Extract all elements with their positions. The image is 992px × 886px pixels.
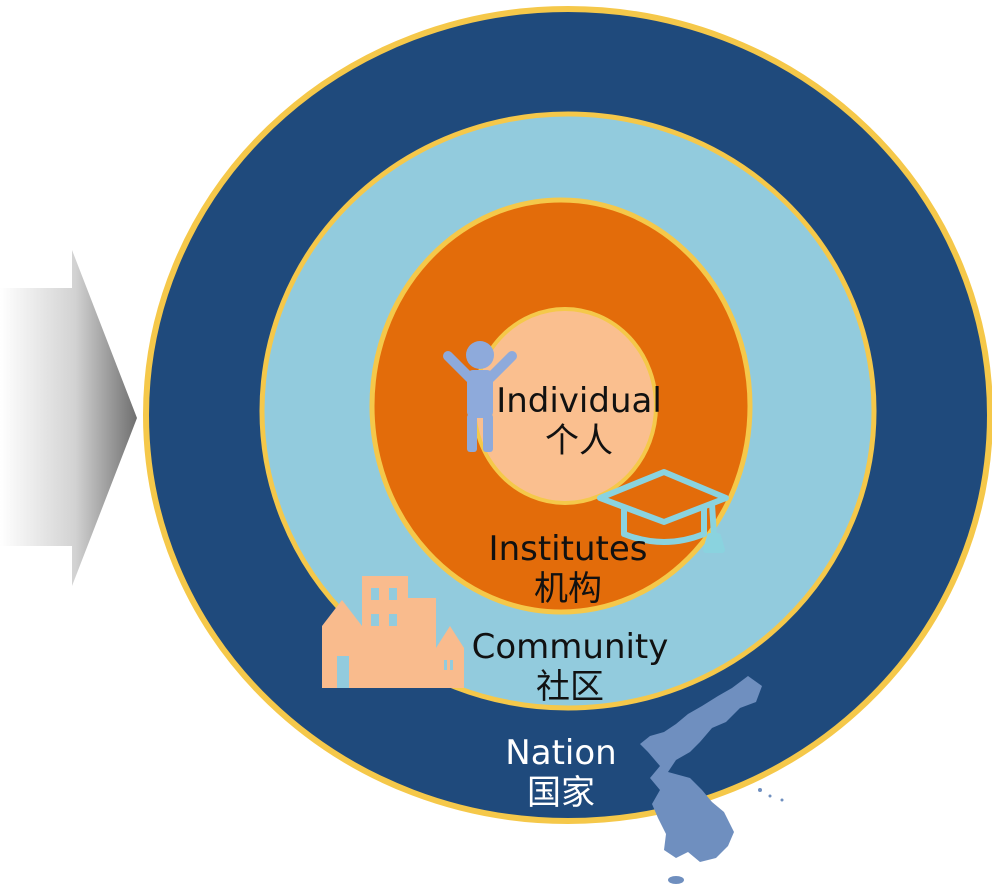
person-icon	[443, 341, 517, 452]
arrow-right-icon	[0, 250, 137, 586]
label-individual-en: Individual	[496, 381, 662, 421]
label-institutes-zh: 机构	[533, 569, 602, 609]
label-community-zh: 社区	[536, 667, 604, 707]
label-community-en: Community	[471, 627, 669, 667]
label-nation-zh: 国家	[527, 773, 595, 813]
label-individual: Individual 个人	[496, 384, 662, 458]
label-institutes: Institutes 机构	[489, 532, 648, 606]
building-icon	[322, 576, 464, 688]
label-institutes-en: Institutes	[488, 529, 648, 569]
label-nation-en: Nation	[505, 733, 617, 773]
label-individual-zh: 个人	[545, 421, 613, 461]
label-community: Community 社区	[472, 630, 669, 704]
graduation-cap-icon	[597, 469, 729, 553]
label-nation: Nation 国家	[505, 736, 616, 810]
korea-map-icon	[640, 676, 784, 884]
